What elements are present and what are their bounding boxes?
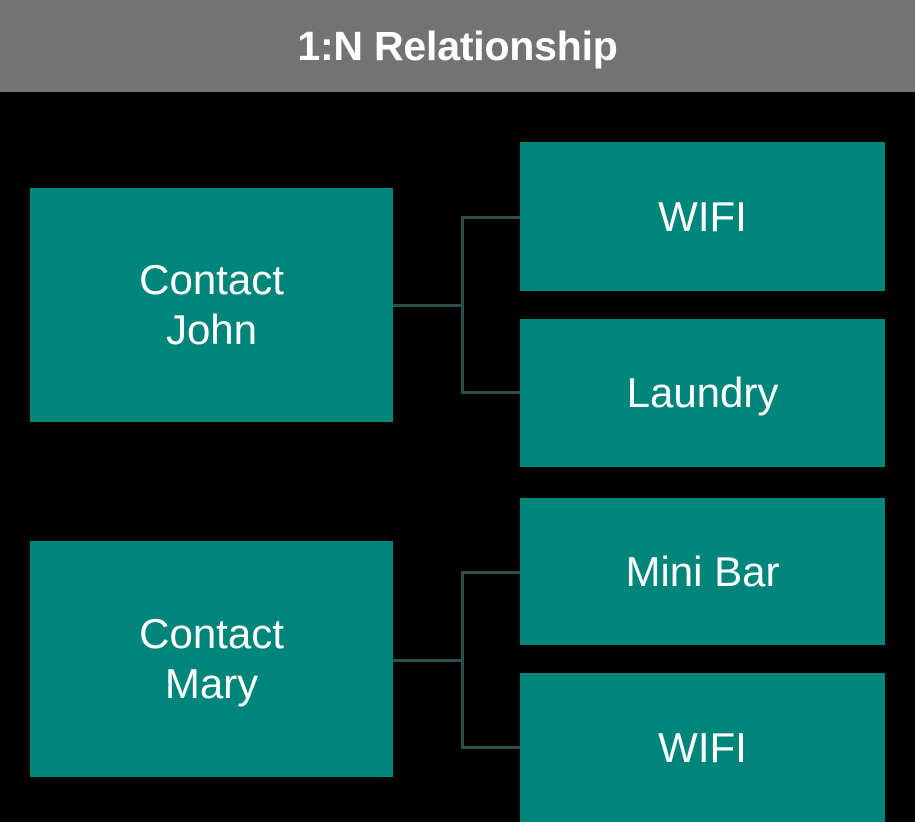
connector-john-trunk [461,216,464,394]
connector-mary-branch-minibar [461,571,521,574]
page-title: 1:N Relationship [297,22,618,69]
connector-mary-branch-wifi [461,746,521,749]
node-wifi-john-label: WIFI [658,192,747,240]
header-bar: 1:N Relationship [0,0,915,92]
node-laundry-john[interactable]: Laundry [520,319,885,467]
node-mini-bar-mary-label: Mini Bar [625,547,780,595]
node-contact-mary-label: Contact Mary [139,610,284,707]
node-contact-mary[interactable]: Contact Mary [30,541,393,777]
node-contact-john-label: Contact John [139,256,284,353]
connector-mary-stem [393,659,464,662]
connector-mary-trunk [461,571,464,749]
node-mini-bar-mary[interactable]: Mini Bar [520,498,885,645]
node-wifi-john[interactable]: WIFI [520,142,885,291]
connector-john-branch-laundry [461,391,521,394]
node-wifi-mary-label: WIFI [658,723,747,771]
node-laundry-john-label: Laundry [626,369,779,417]
connector-john-stem [393,304,464,307]
connector-john-branch-wifi [461,216,521,219]
node-contact-john[interactable]: Contact John [30,188,393,422]
node-wifi-mary[interactable]: WIFI [520,673,885,822]
